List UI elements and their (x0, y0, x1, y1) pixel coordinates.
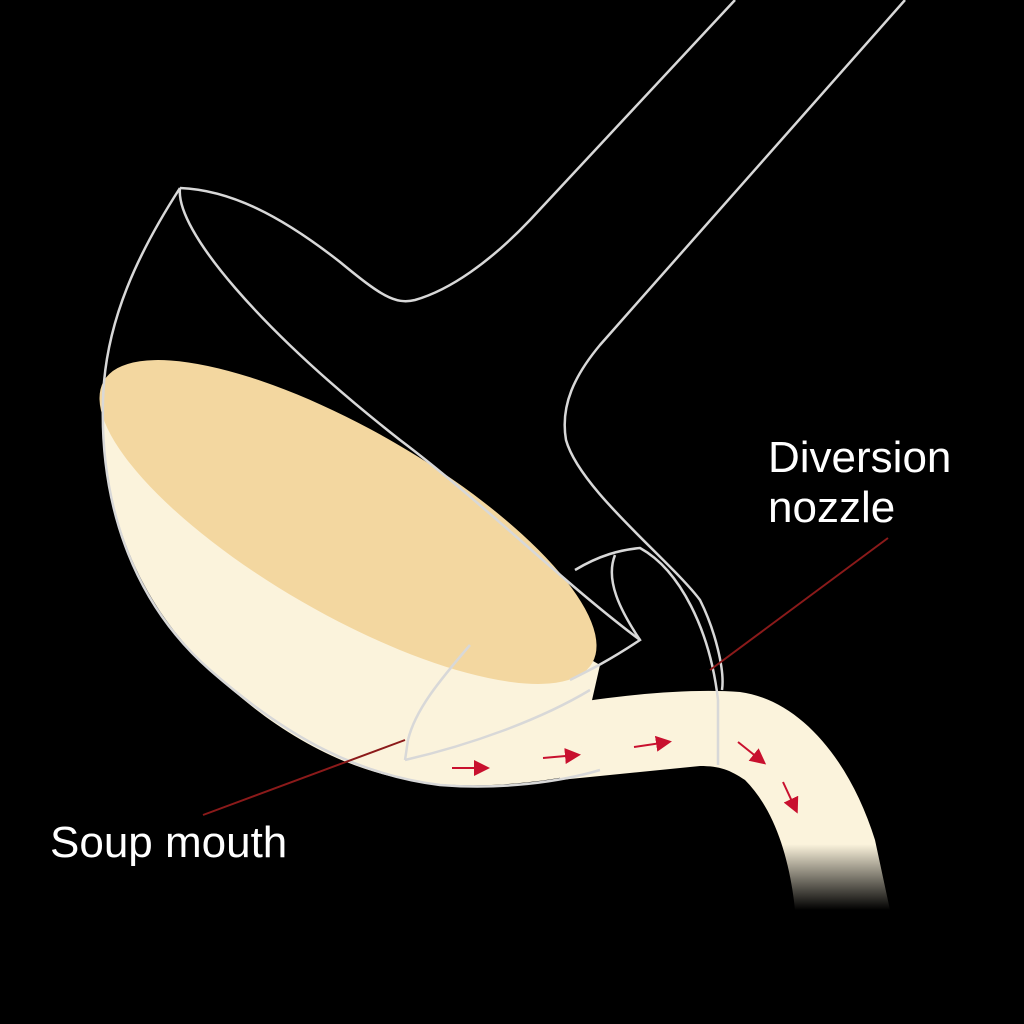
soup-surface (99, 360, 597, 684)
nozzle-inner (569, 554, 642, 682)
diversion-nozzle-label: Diversion nozzle (768, 433, 952, 532)
bowl-inner-rim (178, 187, 641, 641)
handle-left-edge (179, 0, 736, 303)
flow-arrow (633, 735, 672, 752)
nozzle-leader-line (709, 537, 889, 671)
soup-mouth-outline (403, 644, 591, 762)
nozzle-outline (574, 546, 720, 765)
ladle-outline (101, 0, 906, 788)
soup-mouth-label: Soup mouth (50, 818, 288, 867)
handle-right-edge (563, 0, 906, 691)
bowl-rim (101, 187, 601, 788)
flow-arrow (737, 741, 767, 765)
mouth-leader-line (202, 739, 406, 816)
flow-arrow (782, 781, 799, 814)
flow-arrow (542, 748, 581, 765)
soup-stream (560, 690, 890, 910)
flow-arrows (452, 735, 799, 814)
